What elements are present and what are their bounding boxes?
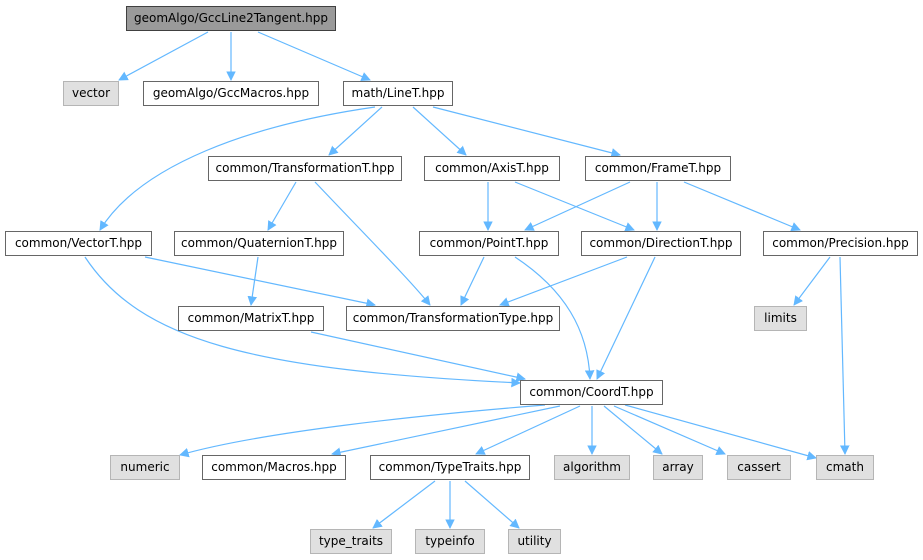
edge-linet-axist: [412, 106, 467, 156]
node-common-matrixt[interactable]: common/MatrixT.hpp: [178, 306, 324, 331]
edge-vectort-coordt: [84, 256, 521, 388]
node-common-macros[interactable]: common/Macros.hpp: [202, 455, 346, 480]
edge-linet-framet: [432, 106, 621, 158]
node-cassert: cassert: [727, 455, 791, 480]
edge-linet-vectort: [99, 106, 376, 231]
edge-coordt-cassert: [613, 405, 726, 455]
edge-axist-directiont: [514, 181, 635, 232]
edge-framet-pointt: [524, 181, 631, 231]
edge-pointt-coordt: [514, 256, 595, 380]
node-common-pointt[interactable]: common/PointT.hpp: [419, 231, 559, 256]
node-typeinfo: typeinfo: [415, 529, 485, 554]
edge-quaterniont-matrixt: [247, 256, 259, 306]
node-vector: vector: [63, 81, 119, 106]
node-common-framet[interactable]: common/FrameT.hpp: [585, 156, 731, 181]
edge-root-vector: [118, 31, 209, 81]
edge-coordt-typetraits: [475, 405, 581, 455]
edge-precision-limits: [793, 256, 831, 306]
node-numeric: numeric: [110, 455, 180, 480]
node-common-directiont[interactable]: common/DirectionT.hpp: [581, 231, 741, 256]
edge-vectort-transformationtype: [144, 256, 376, 308]
edge-pointt-transformationtype: [460, 256, 485, 306]
node-common-vectort[interactable]: common/VectorT.hpp: [5, 231, 152, 256]
edge-typetraits-type-traits: [372, 480, 436, 529]
node-utility: utility: [508, 529, 561, 554]
edge-directiont-coordt: [596, 256, 656, 380]
node-limits: limits: [754, 306, 807, 331]
node-array: array: [653, 455, 703, 480]
node-geomalgo-gccmacros[interactable]: geomAlgo/GccMacros.hpp: [143, 81, 319, 106]
edge-coordt-macros: [331, 405, 561, 457]
edge-transformationt-transformationtype: [314, 181, 431, 306]
node-common-typetraits[interactable]: common/TypeTraits.hpp: [370, 455, 530, 480]
edge-framet-precision: [683, 181, 801, 232]
node-geomalgo-gccline2tangent[interactable]: geomAlgo/GccLine2Tangent.hpp: [126, 6, 336, 31]
node-type-traits: type_traits: [310, 529, 392, 554]
edge-coordt-array: [603, 405, 663, 455]
node-common-precision[interactable]: common/Precision.hpp: [763, 231, 918, 256]
node-common-axist[interactable]: common/AxisT.hpp: [424, 156, 560, 181]
edge-coordt-cmath: [624, 404, 817, 461]
edge-linet-transformationt: [328, 106, 383, 156]
node-common-coordt[interactable]: common/CoordT.hpp: [520, 380, 663, 405]
node-cmath: cmath: [816, 455, 874, 480]
node-math-linet[interactable]: math/LineT.hpp: [343, 81, 453, 106]
node-algorithm: algorithm: [554, 455, 630, 480]
edge-matrixt-coordt: [310, 331, 526, 382]
node-common-quaterniont[interactable]: common/QuaternionT.hpp: [174, 231, 344, 256]
edge-transformationt-quaterniont: [267, 181, 297, 231]
edge-coordt-numeric: [179, 404, 546, 458]
edge-directiont-transformationtype: [499, 256, 628, 307]
edge-precision-cmath: [839, 256, 850, 455]
edge-typetraits-utility: [464, 480, 520, 529]
node-common-transformationtype[interactable]: common/TransformationType.hpp: [346, 306, 560, 331]
edge-root-linet: [257, 31, 371, 82]
node-common-transformationt[interactable]: common/TransformationT.hpp: [208, 156, 402, 181]
